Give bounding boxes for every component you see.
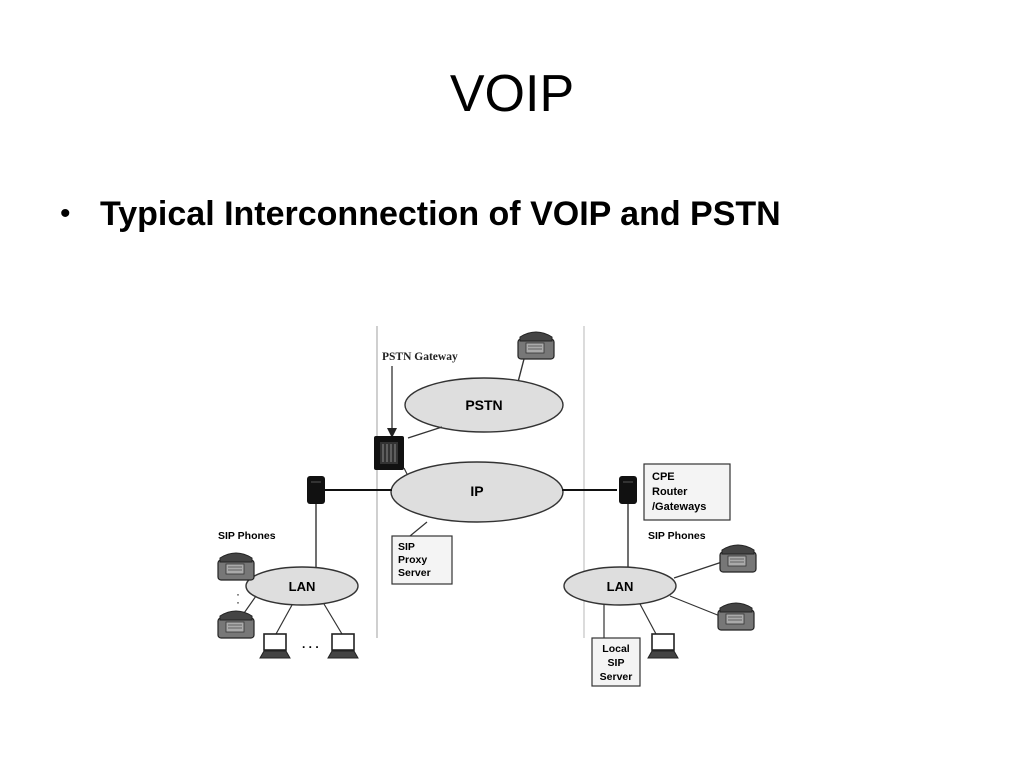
ellipsis-left: . . . <box>302 637 319 651</box>
pstn-gateway-label: PSTN Gateway <box>382 351 458 363</box>
cpe-line1: CPE <box>652 471 675 483</box>
bullet-text: Typical Interconnection of VOIP and PSTN <box>100 194 781 233</box>
lan-left-label: LAN <box>289 579 316 594</box>
phone-icon <box>217 552 255 581</box>
phone-icon <box>717 602 755 631</box>
local-sip-line3: Server <box>600 671 633 683</box>
vertical-dots: · <box>236 587 240 601</box>
local-sip-line2: SIP <box>608 657 625 669</box>
local-sip-box <box>591 637 641 687</box>
cpe-line3: /Gateways <box>652 501 706 513</box>
pstn-cloud <box>404 377 564 433</box>
router-icon <box>618 475 638 505</box>
lan-right <box>563 566 677 606</box>
ip-cloud-label: IP <box>470 483 483 499</box>
cpe-line2: Router <box>652 486 688 498</box>
phone-icon <box>719 544 757 573</box>
laptop-icon <box>647 633 679 659</box>
pstn-gateway-icon <box>374 436 404 470</box>
sip-phones-left-label: SIP Phones <box>218 530 276 542</box>
sip-proxy-line1: SIP <box>398 541 415 553</box>
laptop-icon <box>327 633 359 659</box>
lan-right-label: LAN <box>607 579 634 594</box>
voip-pstn-diagram: PSTN Gateway PSTN IP SIP <box>212 326 762 698</box>
sip-proxy-line3: Server <box>398 567 431 579</box>
sip-phones-right-label: SIP Phones <box>648 530 706 542</box>
sip-proxy-line2: Proxy <box>398 554 427 566</box>
lan-left <box>245 566 359 606</box>
vertical-dots: · <box>236 595 240 609</box>
ip-cloud <box>390 461 564 523</box>
phone-icon <box>517 331 555 360</box>
cpe-box <box>643 463 731 521</box>
pstn-cloud-label: PSTN <box>465 397 502 413</box>
slide-title: VOIP <box>449 65 575 123</box>
sip-proxy-box <box>391 535 453 585</box>
laptop-icon <box>259 633 291 659</box>
router-icon <box>306 475 326 505</box>
bullet-dot: • <box>60 197 71 230</box>
bullet-item: • Typical Interconnection of VOIP and PS… <box>60 190 781 238</box>
local-sip-line1: Local <box>602 643 630 655</box>
phone-icon <box>217 610 255 639</box>
